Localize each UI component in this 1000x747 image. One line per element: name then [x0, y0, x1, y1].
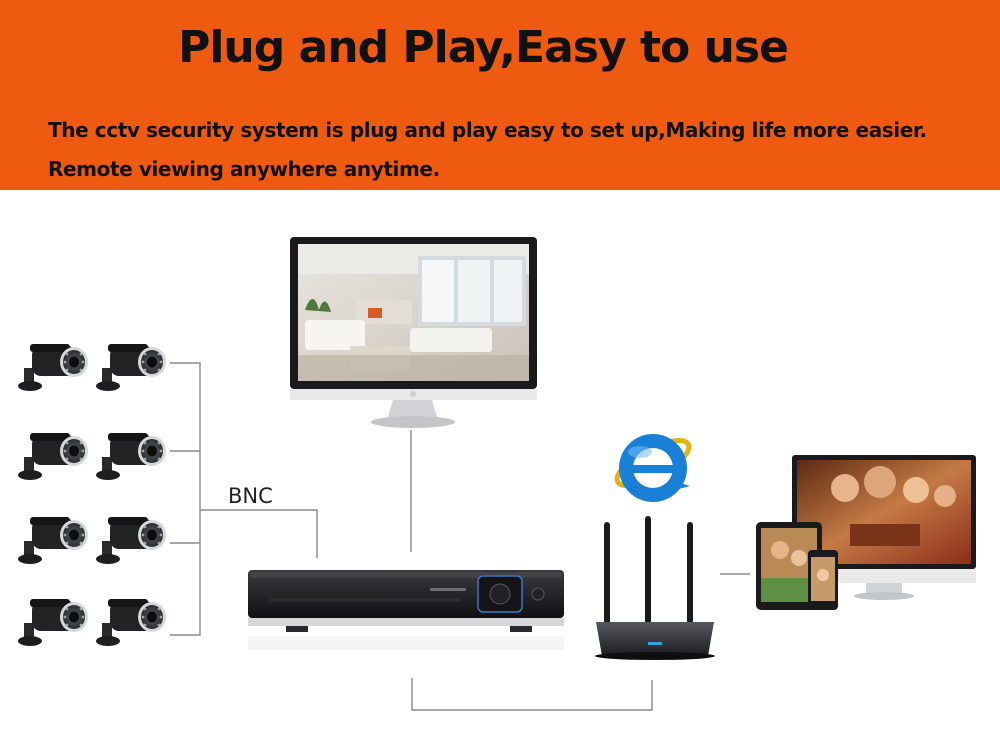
monitor [290, 237, 537, 428]
internet-explorer-icon [614, 434, 692, 502]
router [595, 516, 715, 660]
camera-8 [96, 599, 166, 646]
camera-4 [96, 433, 166, 480]
connection-lines [170, 362, 750, 711]
camera-3 [18, 433, 88, 480]
camera-6 [96, 517, 166, 564]
camera-5 [18, 517, 88, 564]
subtitle-line-1: The cctv security system is plug and pla… [48, 118, 927, 142]
page-title: Plug and Play,Easy to use [178, 22, 789, 73]
subtitle-line-2: Remote viewing anywhere anytime. [48, 157, 440, 181]
camera-grid [18, 344, 166, 646]
camera-2 [96, 344, 166, 391]
mobile-devices [756, 455, 976, 610]
camera-1 [18, 344, 88, 391]
camera-7 [18, 599, 88, 646]
cctv-system-diagram: BNC [18, 237, 976, 711]
dvr-recorder [248, 570, 564, 650]
bnc-label: BNC [228, 484, 273, 508]
header-banner [0, 0, 1000, 190]
